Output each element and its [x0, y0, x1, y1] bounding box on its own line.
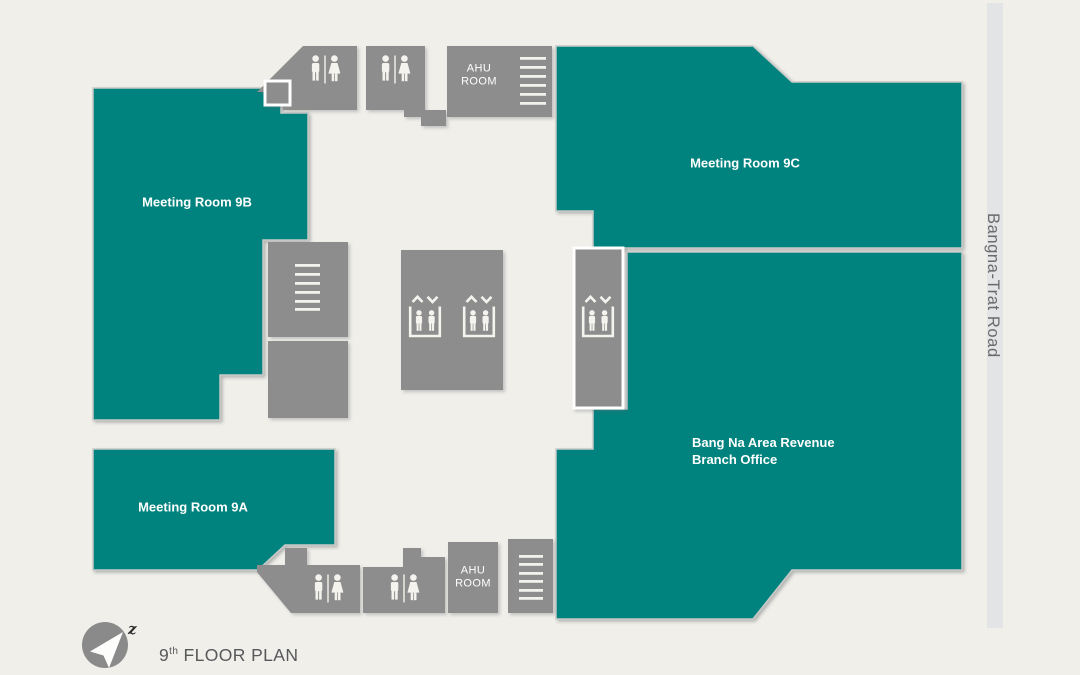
- restroom-block-top-left: [257, 46, 357, 110]
- room-label-9b: Meeting Room 9B: [142, 194, 252, 210]
- room-label-revenue-line1: Bang Na Area Revenue: [692, 435, 835, 450]
- ahu-label-bottom: AHU ROOM: [455, 564, 491, 590]
- floor-number: 9: [159, 645, 170, 665]
- north-arrow-icon: [82, 622, 128, 668]
- service-square-top: [263, 79, 292, 107]
- stair-block-bottom: [508, 539, 553, 613]
- restroom-block-bottom-left: [257, 548, 360, 613]
- ahu-block-bottom: [448, 542, 498, 613]
- room-label-revenue-line2: Branch Office: [692, 452, 778, 467]
- room-label-9a: Meeting Room 9A: [138, 499, 248, 515]
- room-label-revenue-office: Bang Na Area Revenue Branch Office: [692, 434, 835, 468]
- ahu-label-top: AHU ROOM: [461, 62, 497, 88]
- stairs-icon: [295, 264, 320, 311]
- stairs-icon: [520, 57, 546, 105]
- road-label: Bangna-Trat Road: [984, 213, 1002, 358]
- room-meeting-9a: [92, 448, 336, 571]
- road-strip: [987, 3, 1003, 628]
- ordinal-suffix: th: [169, 646, 179, 658]
- stair-block-left: [268, 242, 348, 337]
- stairs-icon: [519, 555, 543, 600]
- page-title: 9th FLOOR PLAN: [159, 645, 298, 666]
- title-rest: FLOOR PLAN: [178, 645, 299, 665]
- service-block-left: [268, 341, 348, 418]
- north-letter: z: [128, 620, 137, 638]
- room-meeting-9c: [555, 45, 963, 249]
- elevator-shaft-right: [572, 246, 625, 410]
- room-label-9c: Meeting Room 9C: [690, 155, 800, 171]
